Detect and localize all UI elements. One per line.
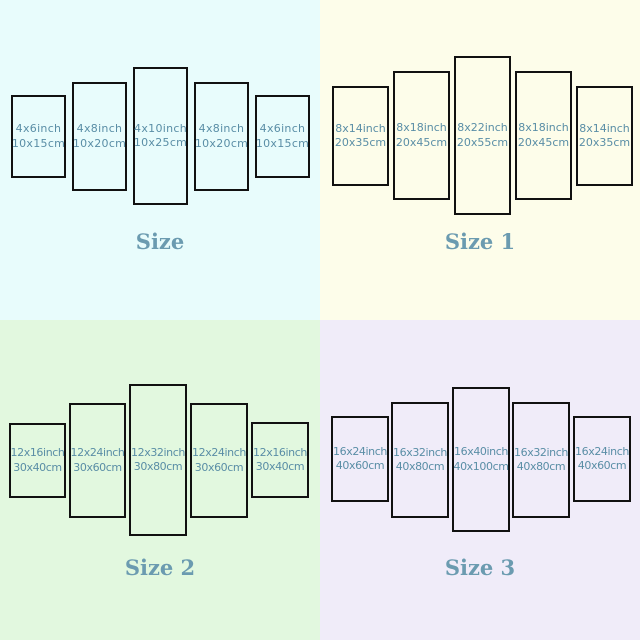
- canvas-panel: 16x32inch 40x80cm: [512, 402, 570, 518]
- canvas-panel: 16x24inch 40x60cm: [331, 416, 389, 502]
- canvas-panel: 12x16inch 30x40cm: [251, 422, 309, 498]
- panel-inch-label: 12x16inch: [10, 446, 65, 460]
- panel-inch-label: 16x24inch: [575, 444, 629, 458]
- panel-inch-label: 12x16inch: [253, 445, 307, 459]
- panel-inch-label: 8x22inch: [457, 121, 508, 135]
- panel-cm-label: 20x35cm: [578, 136, 631, 149]
- size-title: Size 1: [444, 229, 516, 254]
- canvas-panel: 12x16inch 30x40cm: [9, 423, 66, 498]
- panel-inch-label: 8x18inch: [396, 121, 447, 135]
- panel-cm-label: 10x15cm: [11, 136, 66, 150]
- canvas-panel: 16x40inch 40x100cm: [452, 387, 510, 532]
- panel-cm-label: 10x25cm: [133, 136, 188, 149]
- size-quadrant: 4x6inch 10x15cm 4x8inch 10x20cm 4x10inch…: [0, 0, 320, 320]
- panel-cm-label: 10x20cm: [194, 136, 249, 150]
- size-quadrant: 12x16inch 30x40cm 12x24inch 30x60cm 12x3…: [0, 320, 320, 640]
- size-quadrant: 16x24inch 40x60cm 16x32inch 40x80cm 16x4…: [320, 320, 640, 640]
- canvas-panel: 12x24inch 30x60cm: [69, 403, 126, 518]
- panel-cm-label: 20x45cm: [395, 135, 448, 149]
- panel-inch-label: 16x24inch: [333, 444, 387, 458]
- canvas-panel: 8x22inch 20x55cm: [454, 56, 511, 215]
- canvas-panel: 8x18inch 20x45cm: [515, 71, 572, 200]
- size-title: Size: [135, 229, 185, 254]
- panel-inch-label: 8x14inch: [335, 121, 386, 135]
- panel-cm-label: 30x40cm: [255, 460, 305, 473]
- panel-inch-label: 8x14inch: [579, 121, 630, 135]
- panel-inch-label: 4x8inch: [198, 122, 245, 136]
- panel-cm-label: 30x60cm: [194, 460, 244, 474]
- panel-cm-label: 20x55cm: [456, 135, 509, 149]
- panel-cm-label: 20x45cm: [517, 135, 570, 149]
- panel-cm-label: 30x80cm: [133, 460, 183, 473]
- canvas-panel: 16x32inch 40x80cm: [391, 402, 449, 518]
- panel-cm-label: 20x35cm: [334, 136, 387, 149]
- panel-inch-label: 4x6inch: [15, 122, 62, 136]
- panel-cm-label: 40x60cm: [577, 459, 627, 472]
- canvas-panel: 8x14inch 20x35cm: [332, 86, 389, 186]
- panel-inch-label: 16x40inch: [454, 445, 508, 459]
- canvas-panel: 4x8inch 10x20cm: [194, 82, 249, 191]
- panel-cm-label: 40x100cm: [453, 459, 509, 473]
- canvas-panel: 16x24inch 40x60cm: [573, 416, 631, 502]
- canvas-panel: 8x18inch 20x45cm: [393, 71, 450, 200]
- panel-inch-label: 4x6inch: [259, 122, 306, 136]
- panel-inch-label: 8x18inch: [518, 121, 569, 135]
- canvas-panel: 4x10inch 10x25cm: [133, 67, 188, 205]
- canvas-panel: 4x6inch 10x15cm: [11, 95, 66, 178]
- panel-inch-label: 16x32inch: [514, 445, 568, 459]
- panel-inch-label: 12x24inch: [70, 446, 125, 460]
- panel-cm-label: 40x80cm: [516, 460, 566, 473]
- size-title: Size 3: [444, 555, 516, 580]
- panel-inch-label: 4x10inch: [134, 121, 187, 135]
- canvas-panel: 8x14inch 20x35cm: [576, 86, 633, 186]
- panel-cm-label: 10x15cm: [255, 136, 310, 150]
- panel-cm-label: 40x80cm: [395, 460, 445, 473]
- panel-inch-label: 12x32inch: [131, 445, 185, 459]
- canvas-panel: 12x24inch 30x60cm: [190, 403, 248, 518]
- panel-cm-label: 30x40cm: [13, 460, 62, 474]
- canvas-panel: 4x6inch 10x15cm: [255, 95, 310, 178]
- size-title: Size 2: [124, 555, 196, 580]
- size-quadrant: 8x14inch 20x35cm 8x18inch 20x45cm 8x22in…: [320, 0, 640, 320]
- panel-cm-label: 40x60cm: [335, 459, 385, 472]
- canvas-panel: 12x32inch 30x80cm: [129, 384, 187, 536]
- panel-inch-label: 12x24inch: [192, 446, 246, 460]
- panel-cm-label: 10x20cm: [72, 136, 127, 150]
- panel-inch-label: 16x32inch: [393, 445, 447, 459]
- canvas-panel: 4x8inch 10x20cm: [72, 82, 127, 191]
- panel-inch-label: 4x8inch: [76, 122, 123, 136]
- panel-cm-label: 30x60cm: [73, 460, 122, 474]
